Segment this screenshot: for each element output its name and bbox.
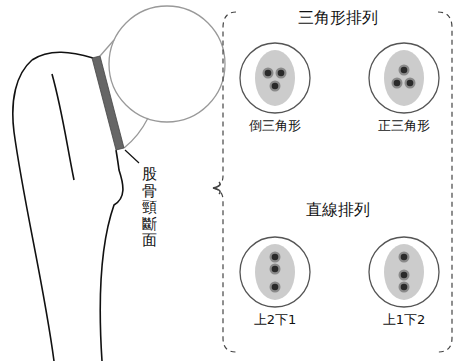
- intertrochanteric-line: [52, 74, 74, 180]
- screw-dot: [399, 252, 410, 263]
- screw-ring: [270, 81, 281, 92]
- arrangement-label: 上2下1: [225, 311, 325, 329]
- screw-core: [272, 284, 279, 291]
- screw-core: [278, 70, 285, 77]
- screw-dot: [263, 68, 274, 79]
- screw-dot: [399, 270, 410, 281]
- circle-shape: [358, 235, 450, 309]
- neck-outline: [240, 43, 310, 113]
- right-brace: [438, 12, 452, 352]
- screw-dot: [405, 78, 416, 89]
- arrangement-label: 上1下2: [354, 311, 454, 329]
- screw-dot: [270, 282, 281, 293]
- screw-dot: [270, 264, 281, 275]
- screw-core: [265, 70, 272, 77]
- circle-shape: [229, 41, 321, 115]
- screw-dot: [399, 282, 410, 293]
- screw-ring: [270, 252, 281, 263]
- screw-ring: [399, 270, 410, 281]
- brace-tip: [213, 182, 220, 194]
- arrangement-circle: 上1下2: [354, 235, 454, 329]
- leader-line: [125, 150, 139, 163]
- screw-ring: [270, 264, 281, 275]
- screw-ring: [399, 65, 410, 76]
- screw-core: [401, 254, 408, 261]
- screw-dot: [270, 81, 281, 92]
- screw-core: [272, 266, 279, 273]
- circle-shape: [229, 235, 321, 309]
- medial-edge: [100, 150, 123, 361]
- group-heading: 直線排列: [306, 200, 370, 221]
- screw-dot: [276, 68, 287, 79]
- fracture-section: [92, 56, 124, 150]
- screw-core: [401, 272, 408, 279]
- screw-core: [401, 67, 408, 74]
- neck-bottom: [124, 118, 148, 148]
- screw-dot: [270, 252, 281, 263]
- neck-top: [100, 40, 114, 56]
- group-heading: 三角形排列: [298, 8, 378, 29]
- neck-section: [255, 50, 295, 106]
- arrangement-circle: 正三角形: [354, 41, 454, 135]
- lateral-edge: [13, 60, 54, 361]
- screw-ring: [399, 252, 410, 263]
- left-brace: [213, 12, 236, 352]
- screw-core: [272, 83, 279, 90]
- arrangement-circle: 上2下1: [225, 235, 325, 329]
- screw-core: [394, 80, 401, 87]
- screw-ring: [263, 68, 274, 79]
- screw-ring: [399, 282, 410, 293]
- screw-core: [272, 254, 279, 261]
- neck-section: [255, 244, 295, 300]
- screw-dot: [392, 78, 403, 89]
- arrangement-label: 正三角形: [354, 117, 454, 135]
- part-label: 股骨頸斷面: [142, 166, 157, 249]
- head-circle: [109, 6, 225, 122]
- screw-dot: [399, 65, 410, 76]
- screw-core: [407, 80, 414, 87]
- screw-core: [401, 284, 408, 291]
- neck-section: [384, 50, 424, 106]
- arrangement-circle: 倒三角形: [225, 41, 325, 135]
- neck-outline: [369, 43, 439, 113]
- neck-outline: [369, 237, 439, 307]
- screw-ring: [276, 68, 287, 79]
- screw-ring: [392, 78, 403, 89]
- screw-ring: [405, 78, 416, 89]
- neck-outline: [240, 237, 310, 307]
- neck-section: [384, 244, 424, 300]
- trochanter-top: [32, 52, 93, 60]
- screw-ring: [270, 282, 281, 293]
- circle-shape: [358, 41, 450, 115]
- arrangement-label: 倒三角形: [225, 117, 325, 135]
